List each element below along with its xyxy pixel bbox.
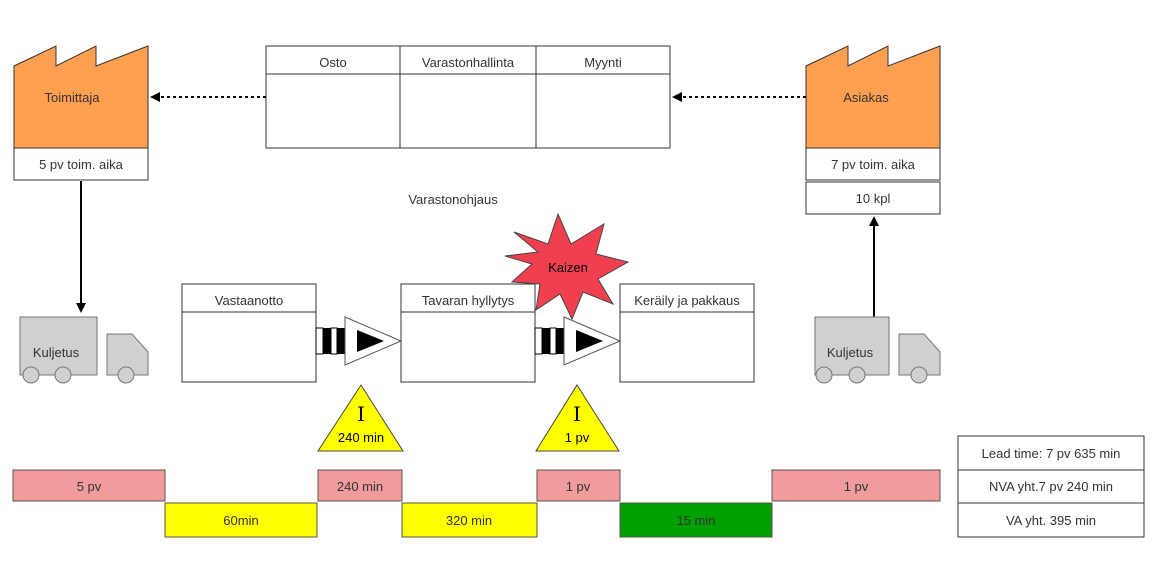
process-vastaanotto: Vastaanotto bbox=[181, 283, 317, 383]
process-vastaanotto-label: Vastaanotto bbox=[215, 293, 283, 308]
process-keraily: Keräily ja pakkaus bbox=[619, 283, 755, 383]
truck-right-icon: Kuljetus bbox=[814, 316, 941, 384]
department-osto-label: Osto bbox=[319, 55, 346, 70]
process-keraily-label: Keräily ja pakkaus bbox=[634, 293, 740, 308]
customer-name: Asiakas bbox=[843, 90, 889, 105]
timeline-lower-label: 60min bbox=[223, 513, 258, 528]
timeline-lower-segment bbox=[164, 502, 318, 538]
timeline-upper-segment bbox=[317, 469, 403, 502]
summary-nva: NVA yht.7 pv 240 min bbox=[989, 479, 1113, 494]
summary-va: VA yht. 395 min bbox=[1006, 513, 1096, 528]
production-control: Osto Varastonhallinta Myynti bbox=[265, 45, 671, 149]
department-myynti bbox=[535, 45, 671, 149]
process-hyllytys-label: Tavaran hyllytys bbox=[422, 293, 515, 308]
timeline-upper-label: 240 min bbox=[337, 479, 383, 494]
timeline-upper-label: 1 pv bbox=[566, 479, 591, 494]
customer-quantity: 10 kpl bbox=[856, 191, 891, 206]
truck-left-label: Kuljetus bbox=[33, 345, 80, 360]
timeline: 5 pv 240 min 1 pv 1 pv 60min 320 min 15 … bbox=[12, 469, 941, 538]
truck-right-label: Kuljetus bbox=[827, 345, 874, 360]
inventory-1-symbol: I bbox=[357, 402, 365, 426]
push-arrow-icon-2 bbox=[534, 316, 622, 366]
customer-lead-time: 7 pv toim. aika bbox=[831, 157, 916, 172]
supplier-lead-time: 5 pv toim. aika bbox=[39, 157, 124, 172]
timeline-lower-label: 15 min bbox=[676, 513, 715, 528]
department-myynti-label: Myynti bbox=[584, 55, 622, 70]
timeline-upper-segment bbox=[12, 469, 166, 502]
kaizen-label: Kaizen bbox=[548, 260, 588, 275]
process-hyllytys: Tavaran hyllytys bbox=[400, 283, 536, 383]
customer-quantity-box bbox=[805, 181, 941, 215]
timeline-lower-segment bbox=[401, 502, 538, 538]
timeline-upper-segment bbox=[771, 469, 941, 502]
department-varastonhallinta-label: Varastonhallinta bbox=[422, 55, 515, 70]
timeline-upper-label: 5 pv bbox=[77, 479, 102, 494]
inventory-icon-1: I 240 min bbox=[317, 384, 404, 452]
summary-lead-time: Lead time: 7 pv 635 min bbox=[982, 446, 1121, 461]
timeline-upper-segment bbox=[536, 469, 621, 502]
supplier-lead-time-box bbox=[13, 147, 149, 181]
summary: Lead time: 7 pv 635 min NVA yht.7 pv 240… bbox=[957, 435, 1145, 538]
customer-factory: Asiakas 7 pv toim. aika 10 kpl bbox=[805, 45, 941, 215]
inventory-2-symbol: I bbox=[573, 402, 581, 426]
department-osto bbox=[265, 45, 401, 149]
customer-lead-time-box bbox=[805, 147, 941, 181]
inventory-2-amount: 1 pv bbox=[565, 430, 590, 445]
timeline-lower-segment bbox=[619, 502, 773, 538]
supplier-factory: Toimittaja 5 pv toim. aika bbox=[13, 45, 149, 181]
timeline-upper-label: 1 pv bbox=[844, 479, 869, 494]
kaizen-burst-icon: Kaizen bbox=[504, 212, 630, 321]
timeline-lower-label: 320 min bbox=[446, 513, 492, 528]
inventory-1-amount: 240 min bbox=[338, 430, 384, 445]
inventory-icon-2: I 1 pv bbox=[535, 384, 620, 452]
push-arrow-icon-1 bbox=[315, 316, 403, 366]
control-label: Varastonohjaus bbox=[408, 192, 498, 207]
truck-left-icon: Kuljetus bbox=[19, 316, 149, 384]
supplier-name: Toimittaja bbox=[45, 90, 101, 105]
